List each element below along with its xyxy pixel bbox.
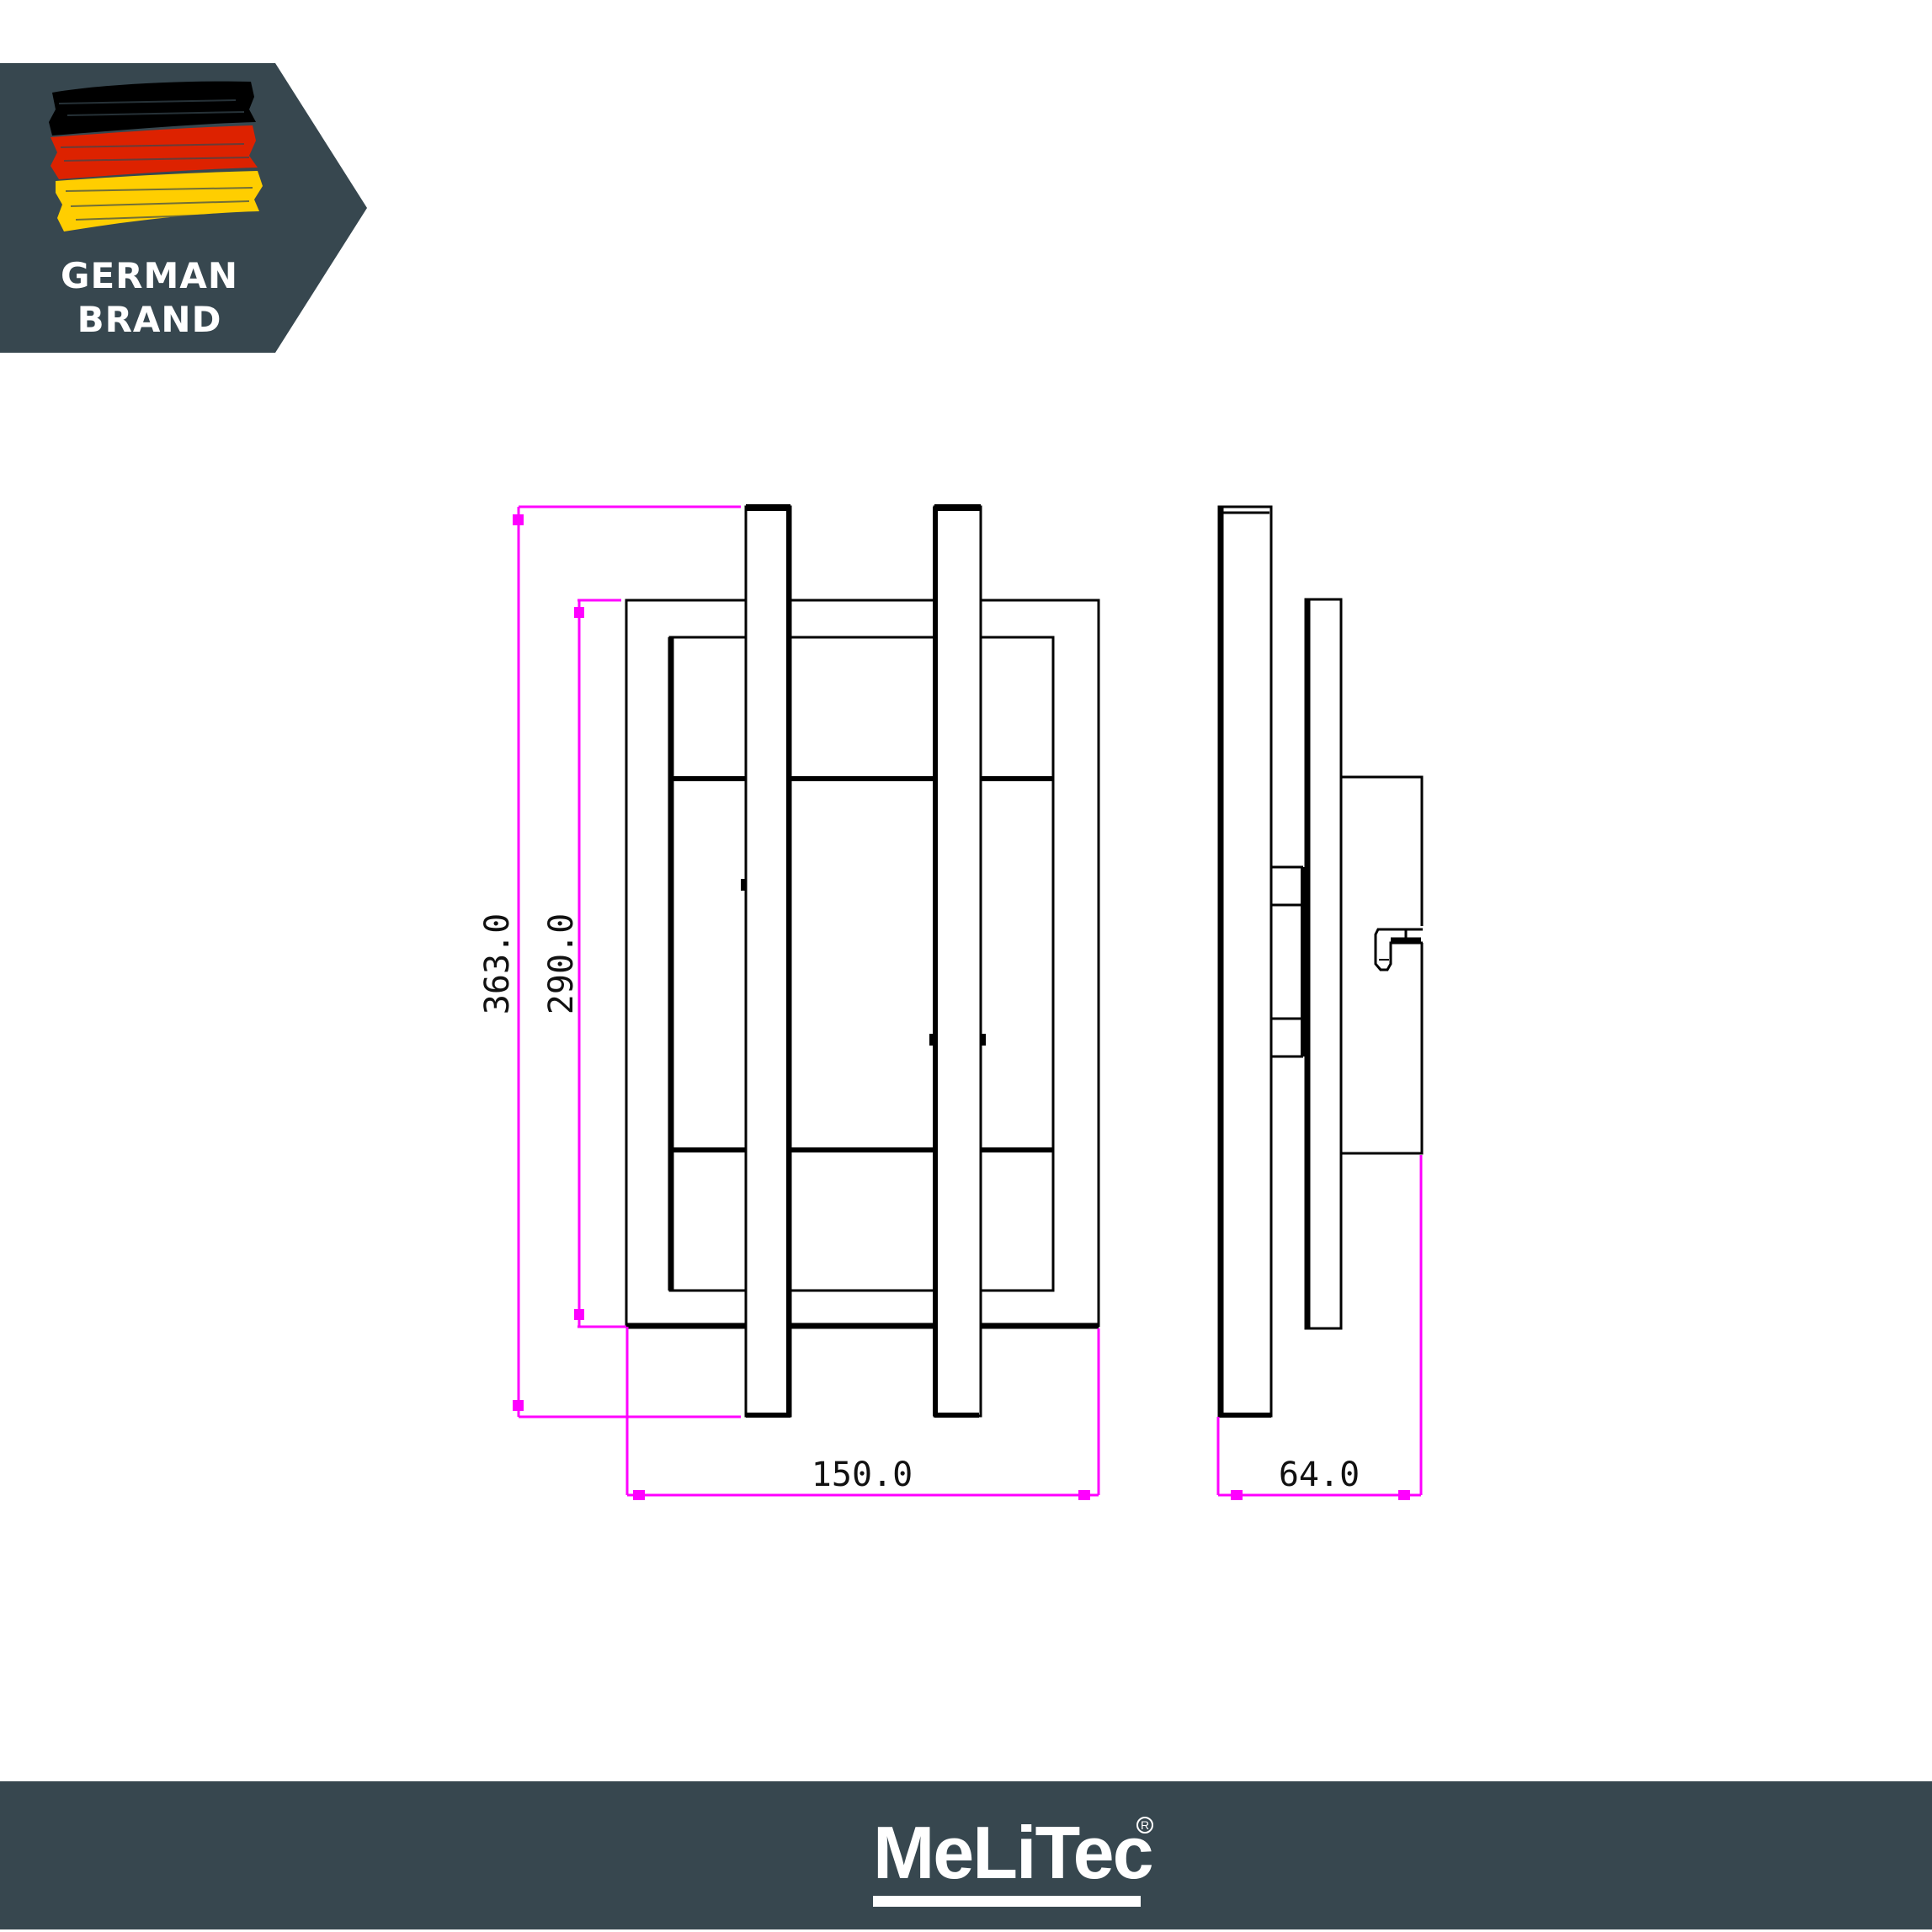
dimension-total-height	[513, 505, 741, 1418]
side-bar	[1217, 505, 1273, 1418]
brand-name: MeLiTec	[873, 1811, 1154, 1894]
dimension-width	[625, 1327, 1100, 1500]
outer-frame	[625, 599, 1100, 1328]
label-total-height: 363.0	[478, 913, 517, 1014]
mounting-box	[1341, 775, 1424, 1155]
badge-text-german: GERMAN	[61, 255, 238, 296]
vertical-bar-left	[741, 504, 792, 1418]
label-frame-height: 290.0	[542, 913, 581, 1014]
registered-trademark-icon: R	[1136, 1817, 1153, 1834]
dimension-lines	[513, 505, 1423, 1500]
side-view	[1217, 505, 1424, 1418]
vertical-bar-right	[929, 504, 986, 1418]
badge-background	[0, 63, 367, 353]
side-spacer	[1271, 865, 1306, 1058]
logo-underline	[873, 1896, 1141, 1907]
front-frame-overlay	[790, 599, 934, 1329]
label-width: 150.0	[812, 1456, 913, 1494]
front-view	[625, 599, 1100, 1329]
side-plate	[1304, 598, 1343, 1330]
melitec-logo: MeLiTec R	[873, 1815, 1154, 1907]
footer-bar: MeLiTec R	[0, 1781, 1932, 1929]
label-depth: 64.0	[1279, 1456, 1360, 1494]
badge-text-brand: BRAND	[77, 299, 222, 340]
dimension-depth	[1216, 1155, 1423, 1500]
german-brand-badge: GERMAN BRAND	[0, 63, 367, 353]
mounting-clip	[1374, 928, 1423, 971]
dimension-frame-height	[574, 599, 626, 1328]
inner-frame	[668, 636, 1055, 1292]
german-flag-icon	[49, 81, 263, 232]
